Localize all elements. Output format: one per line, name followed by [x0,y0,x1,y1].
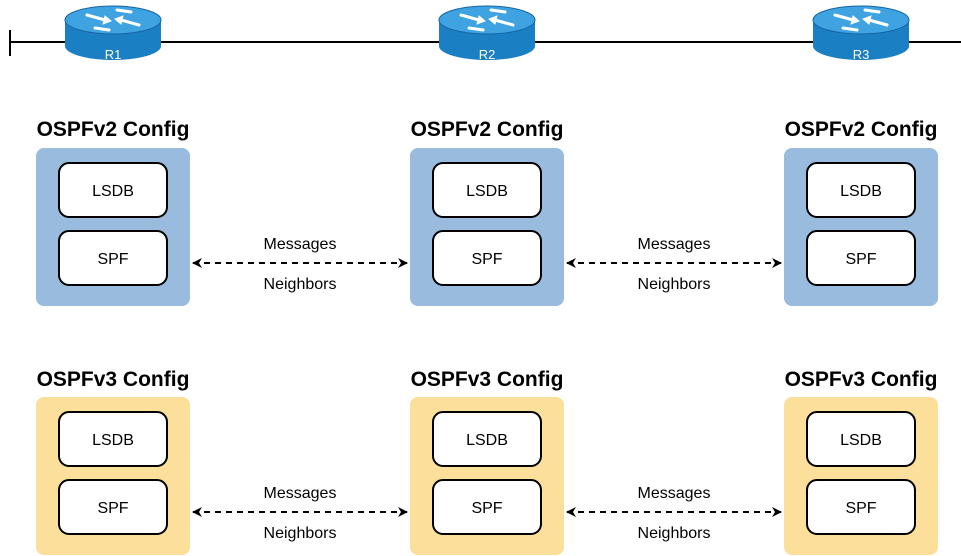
router-icon [812,5,910,60]
box-label: SPF [97,251,128,268]
neighbors-label: Neighbors [638,276,711,293]
box-label: LSDB [466,183,508,200]
router-label: R1 [105,47,122,62]
messages-label: Messages [638,485,711,502]
box-label: SPF [845,251,876,268]
box-label: SPF [97,500,128,517]
lsdb-box: LSDB [806,162,916,218]
lsdb-box: LSDB [432,411,542,467]
config-title: OSPFv3 Config [785,368,938,391]
router-r3[interactable]: R3 [812,5,910,62]
lsdb-box: LSDB [806,411,916,467]
neighbors-label: Neighbors [638,525,711,542]
box-label: SPF [845,500,876,517]
messages-label: Messages [638,236,711,253]
config-title: OSPFv2 Config [37,118,190,141]
config-title: OSPFv3 Config [37,368,190,391]
box-label: LSDB [466,432,508,449]
box-label: LSDB [840,432,882,449]
box-label: LSDB [92,432,134,449]
neighbors-label: Neighbors [264,276,337,293]
config-title: OSPFv2 Config [785,118,938,141]
lsdb-box: LSDB [58,411,168,467]
box-label: LSDB [840,183,882,200]
spf-box: SPF [432,479,542,535]
router-label: R2 [479,47,496,62]
spf-box: SPF [806,230,916,286]
messages-label: Messages [264,485,337,502]
config-title: OSPFv3 Config [411,368,564,391]
router-r2[interactable]: R2 [438,5,536,62]
spf-box: SPF [58,230,168,286]
spf-box: SPF [806,479,916,535]
neighbors-label: Neighbors [264,525,337,542]
router-label: R3 [853,47,870,62]
router-r1[interactable]: R1 [64,5,162,62]
config-title: OSPFv2 Config [411,118,564,141]
box-label: SPF [471,500,502,517]
spf-box: SPF [58,479,168,535]
lsdb-box: LSDB [432,162,542,218]
spf-box: SPF [432,230,542,286]
lsdb-box: LSDB [58,162,168,218]
box-label: SPF [471,251,502,268]
messages-label: Messages [264,236,337,253]
router-icon [64,5,162,60]
router-icon [438,5,536,60]
box-label: LSDB [92,183,134,200]
